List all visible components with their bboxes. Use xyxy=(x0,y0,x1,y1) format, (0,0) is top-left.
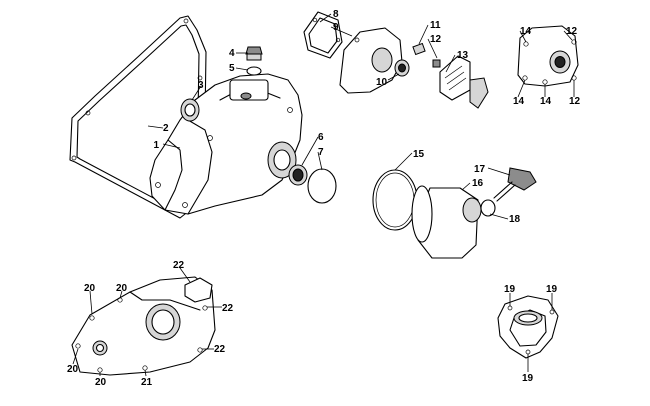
callout-labels: 1 2 3 4 5 6 7 8 9 10 11 12 13 14 12 14 1… xyxy=(67,9,581,388)
callout-19-right: 19 xyxy=(546,284,558,295)
access-cover xyxy=(517,25,579,87)
callout-21: 21 xyxy=(141,377,153,388)
callout-18: 18 xyxy=(509,214,521,225)
callout-12-top-right: 12 xyxy=(566,26,578,37)
callout-20-bottom-middle: 20 xyxy=(95,377,107,388)
dipstick xyxy=(493,167,537,202)
callout-12-bottom-right: 12 xyxy=(569,96,581,107)
small-cover xyxy=(339,27,403,94)
callout-7: 7 xyxy=(318,147,324,158)
bearing xyxy=(180,98,200,122)
leader-lines xyxy=(72,13,575,377)
filler-o-ring xyxy=(480,199,496,217)
callout-12-sensor: 12 xyxy=(430,34,442,45)
sensor-assembly xyxy=(412,42,489,109)
callout-14-bottom-left: 14 xyxy=(513,96,525,107)
callout-22-bottom-right: 22 xyxy=(214,344,226,355)
cover-o-ring xyxy=(307,168,337,204)
inspection-cover xyxy=(497,295,559,359)
small-seal xyxy=(394,59,410,77)
callout-6: 6 xyxy=(318,132,324,143)
callout-2: 2 xyxy=(163,123,169,134)
callout-8: 8 xyxy=(333,9,339,20)
callout-14-top-left: 14 xyxy=(520,26,532,37)
callout-20-top-left: 20 xyxy=(84,283,96,294)
housing-o-ring xyxy=(372,169,418,231)
callout-13: 13 xyxy=(457,50,469,61)
callout-19-left: 19 xyxy=(504,284,516,295)
callout-20-bottom-left: 20 xyxy=(67,364,79,375)
callout-14-bottom-middle: 14 xyxy=(540,96,552,107)
callout-22-top: 22 xyxy=(173,260,185,271)
drain-plug xyxy=(245,46,263,61)
small-cover-gasket xyxy=(303,11,343,59)
seal xyxy=(288,164,308,186)
callout-19-bottom: 19 xyxy=(522,373,534,384)
callout-15: 15 xyxy=(413,149,425,160)
callout-10: 10 xyxy=(376,77,388,88)
callout-11: 11 xyxy=(430,20,441,31)
callout-3: 3 xyxy=(198,80,204,91)
callout-5: 5 xyxy=(229,63,235,74)
callout-4: 4 xyxy=(229,48,235,59)
callout-20-top-middle: 20 xyxy=(116,283,128,294)
callout-17: 17 xyxy=(474,164,486,175)
callout-22-right: 22 xyxy=(222,303,234,314)
callout-9: 9 xyxy=(333,22,339,33)
plug-o-ring xyxy=(246,66,262,76)
main-cover xyxy=(149,73,303,215)
callout-1: 1 xyxy=(153,140,159,151)
callout-16: 16 xyxy=(472,178,484,189)
housing xyxy=(411,185,482,259)
lower-cover xyxy=(71,276,216,376)
